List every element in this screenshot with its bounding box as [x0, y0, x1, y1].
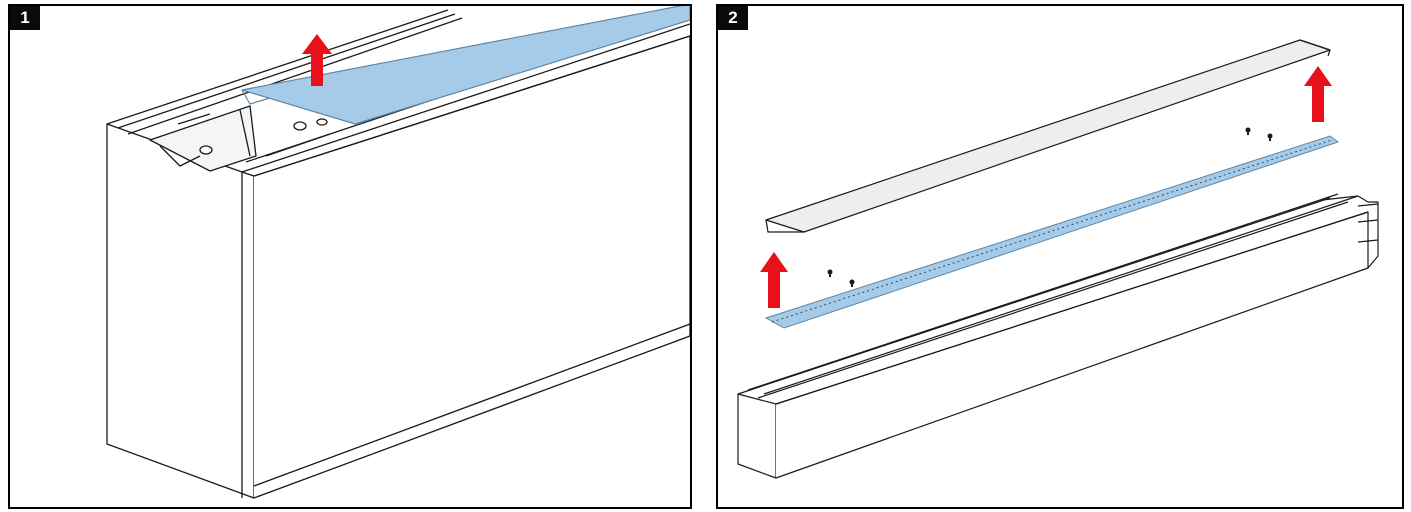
red-up-arrow [760, 252, 788, 308]
step-1-illustration [106, 6, 690, 499]
step-1-badge: 1 [10, 6, 40, 30]
step-2-badge: 2 [718, 6, 748, 30]
red-up-arrow [1304, 66, 1332, 122]
cover-strip-highlight [241, 6, 690, 125]
profile-end-cap [737, 393, 777, 479]
step-2-panel: 2 [716, 4, 1404, 509]
profile-front-face [775, 211, 1369, 479]
channel-bolt [199, 145, 213, 155]
red-up-arrow [302, 34, 332, 86]
top-cover [765, 39, 1331, 233]
step-1-panel: 1 [8, 4, 692, 509]
step-2-illustration [737, 39, 1379, 479]
end-cap [106, 123, 255, 499]
led-strip-highlight [764, 135, 1340, 329]
screw-icons [827, 127, 1273, 287]
